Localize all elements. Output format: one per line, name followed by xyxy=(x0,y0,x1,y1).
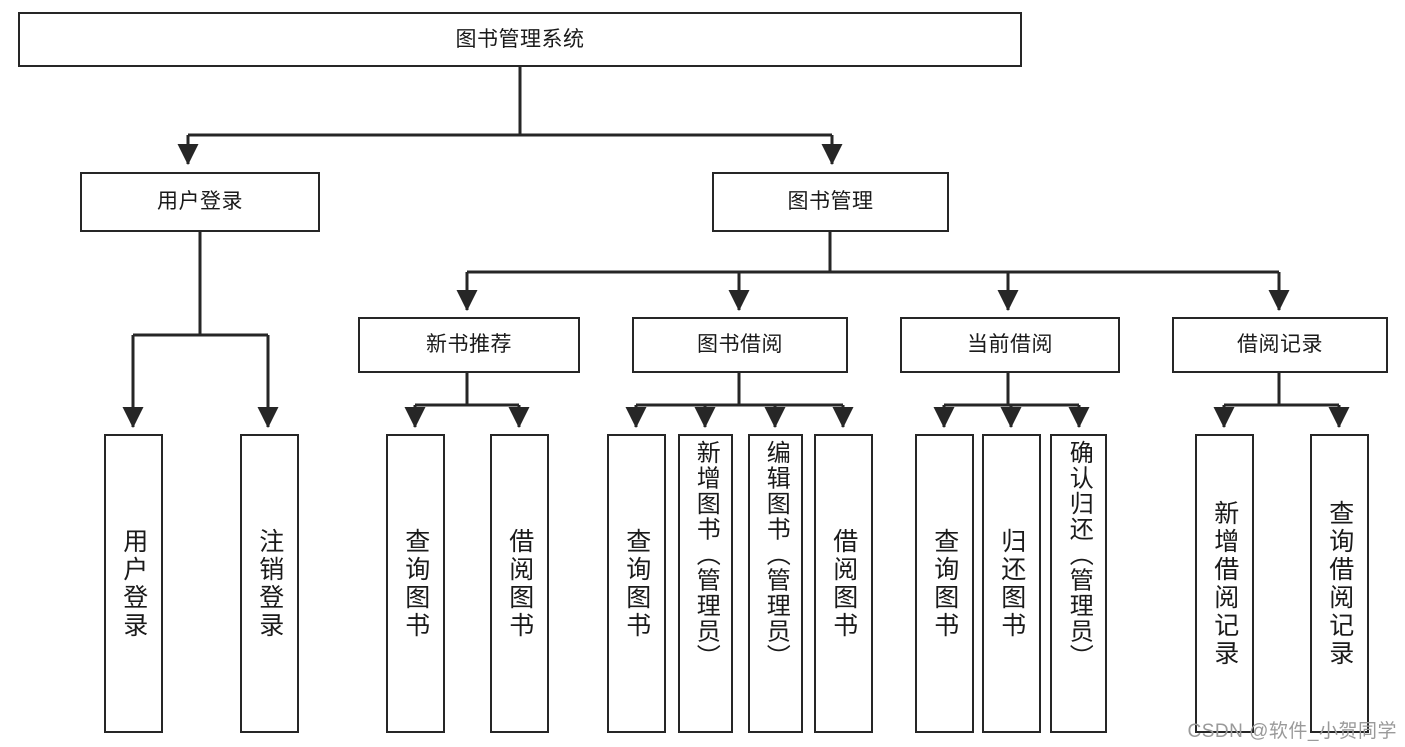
node-leaf-query-book-2-label: 查询图书 xyxy=(622,527,651,640)
node-book-borrow-label: 图书借阅 xyxy=(697,333,783,357)
node-borrow-record-label: 借阅记录 xyxy=(1237,333,1323,357)
node-new-book-recommend[interactable]: 新书推荐 xyxy=(358,317,580,373)
node-leaf-user-login-label: 用户登录 xyxy=(119,527,148,640)
node-leaf-query-book-2[interactable]: 查询图书 xyxy=(607,434,666,733)
node-leaf-logout-label: 注销登录 xyxy=(255,527,284,640)
node-leaf-user-login[interactable]: 用户登录 xyxy=(104,434,163,733)
node-leaf-query-record[interactable]: 查询借阅记录 xyxy=(1310,434,1369,733)
node-leaf-query-record-label: 查询借阅记录 xyxy=(1325,499,1354,668)
node-leaf-borrow-book-2-label: 借阅图书 xyxy=(829,527,858,640)
node-user-login-label: 用户登录 xyxy=(157,190,243,214)
node-leaf-borrow-book-1-label: 借阅图书 xyxy=(505,527,534,640)
node-leaf-query-book-3-label: 查询图书 xyxy=(930,527,959,640)
watermark-text: CSDN @软件_小贺同学 xyxy=(1187,721,1397,742)
node-book-borrow[interactable]: 图书借阅 xyxy=(632,317,848,373)
node-leaf-add-book-label: 新增图书（管理员） xyxy=(692,440,720,670)
node-leaf-query-book-1[interactable]: 查询图书 xyxy=(386,434,445,733)
node-new-book-recommend-label: 新书推荐 xyxy=(426,333,512,357)
node-leaf-add-record-label: 新增借阅记录 xyxy=(1210,499,1239,668)
node-leaf-add-book[interactable]: 新增图书（管理员） xyxy=(678,434,733,733)
node-user-login[interactable]: 用户登录 xyxy=(80,172,320,232)
node-leaf-add-record[interactable]: 新增借阅记录 xyxy=(1195,434,1254,733)
node-leaf-confirm-return-label: 确认归还（管理员） xyxy=(1065,440,1093,670)
node-leaf-logout[interactable]: 注销登录 xyxy=(240,434,299,733)
node-leaf-query-book-1-label: 查询图书 xyxy=(401,527,430,640)
node-current-borrow-label: 当前借阅 xyxy=(967,333,1053,357)
node-leaf-return-book[interactable]: 归还图书 xyxy=(982,434,1041,733)
node-leaf-query-book-3[interactable]: 查询图书 xyxy=(915,434,974,733)
node-current-borrow[interactable]: 当前借阅 xyxy=(900,317,1120,373)
node-leaf-return-book-label: 归还图书 xyxy=(997,527,1026,640)
node-root-label: 图书管理系统 xyxy=(455,27,585,51)
node-leaf-borrow-book-2[interactable]: 借阅图书 xyxy=(814,434,873,733)
node-root[interactable]: 图书管理系统 xyxy=(18,12,1022,67)
node-leaf-borrow-book-1[interactable]: 借阅图书 xyxy=(490,434,549,733)
node-leaf-edit-book[interactable]: 编辑图书（管理员） xyxy=(748,434,803,733)
node-book-management-label: 图书管理 xyxy=(787,190,874,214)
node-borrow-record[interactable]: 借阅记录 xyxy=(1172,317,1388,373)
node-leaf-edit-book-label: 编辑图书（管理员） xyxy=(762,440,790,670)
node-book-management[interactable]: 图书管理 xyxy=(712,172,949,232)
node-leaf-confirm-return[interactable]: 确认归还（管理员） xyxy=(1050,434,1107,733)
